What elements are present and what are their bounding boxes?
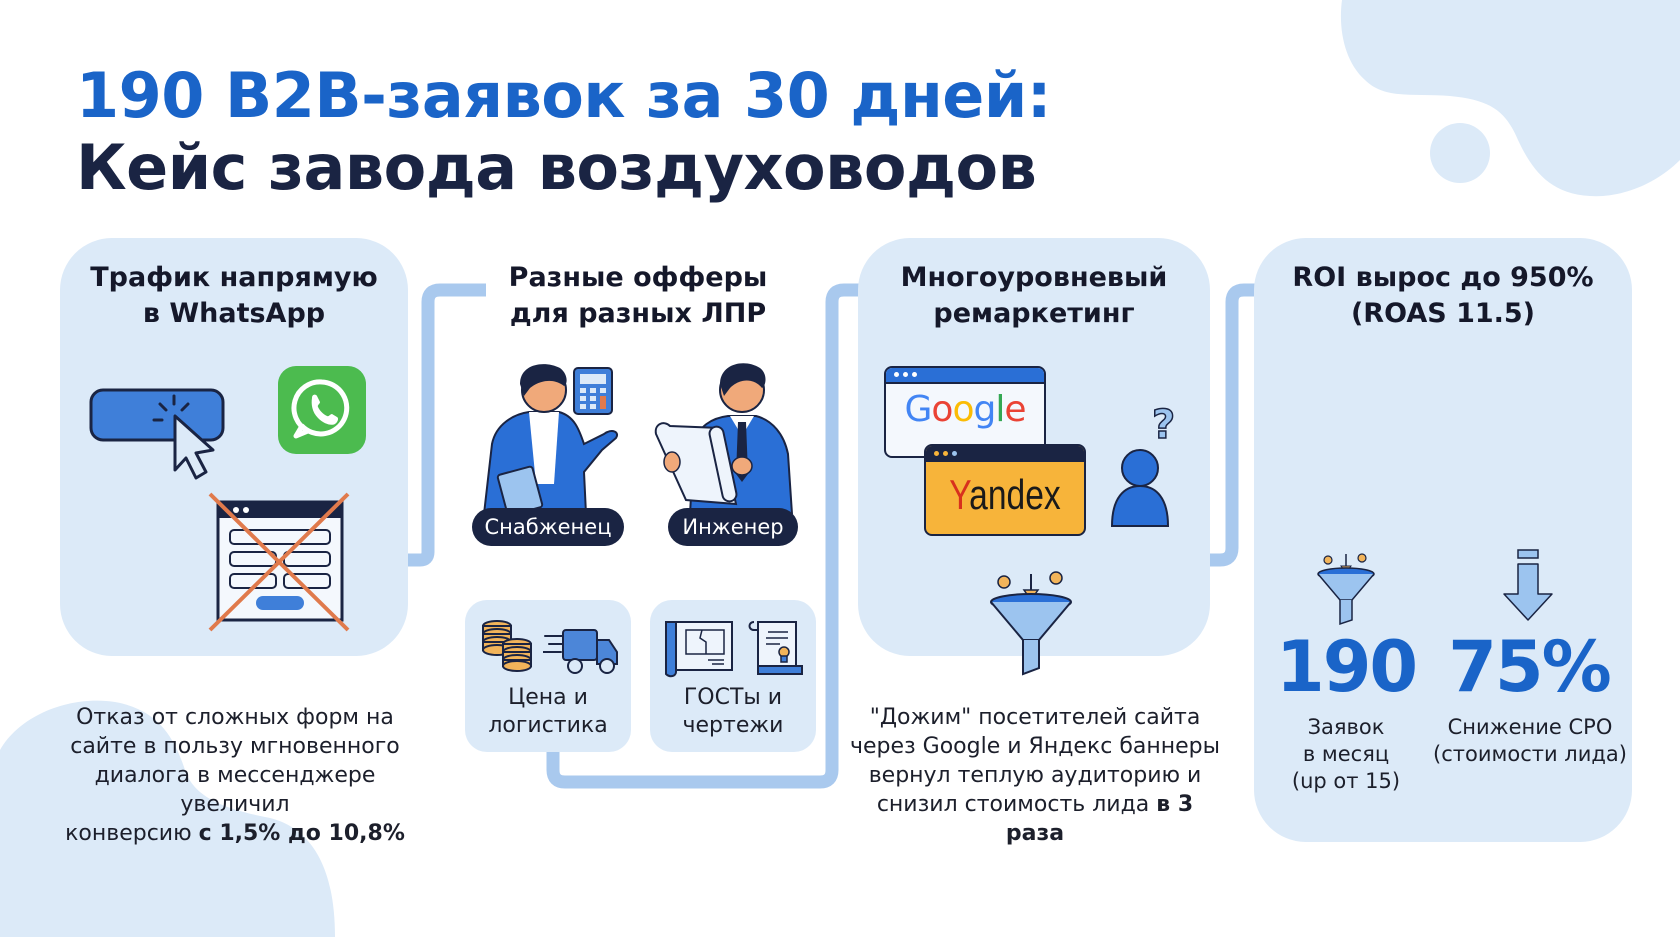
- offer-label-line: Цена и: [508, 685, 588, 710]
- card-title-line: Трафик напрямую: [90, 262, 378, 293]
- card-title-line: в WhatsApp: [142, 298, 326, 329]
- card-title-line: Многоуровневый: [900, 262, 1168, 293]
- buyer-person-icon: [482, 364, 618, 514]
- offer-label-line: чертежи: [682, 713, 784, 738]
- stat-label-line: в месяц: [1302, 742, 1390, 766]
- card-title-line: для разных ЛПР: [509, 298, 767, 329]
- title-highlight: 190 B2B-заявок за 30 дней:: [76, 59, 1052, 132]
- card-whatsapp-traffic: Трафик напрямую в WhatsApp: [60, 238, 408, 656]
- stat-label-line: (стоимости лида): [1433, 742, 1627, 766]
- stat-value-leads: 190: [1276, 626, 1418, 708]
- background-blob-bottom-left: [0, 700, 335, 937]
- description-line: "Дожим" посетителей сайта: [869, 705, 1201, 730]
- browser-bar: [926, 446, 1084, 462]
- card-description-whatsapp: Отказ от сложных форм на сайте в пользу …: [40, 703, 430, 848]
- persona-badge-engineer: Инженер: [668, 508, 798, 546]
- card-title: Многоуровневый ремаркетинг: [858, 260, 1210, 332]
- offer-label: ГОСТы и чертежи: [650, 684, 816, 740]
- card-title: ROI вырос до 950% (ROAS 11.5): [1254, 260, 1632, 332]
- card-title-line: ROI вырос до 950%: [1292, 262, 1594, 293]
- offer-label-line: логистика: [488, 713, 608, 738]
- stat-label-cpo: Снижение CPO (стоимости лида): [1432, 714, 1628, 768]
- down-arrow-icon: [1503, 549, 1553, 621]
- yandex-banner-icon: Yandex: [924, 444, 1086, 536]
- description-line: диалога в мессенджере увеличил: [94, 763, 376, 817]
- background-blob-top-right: [1340, 0, 1680, 197]
- google-logo: Google: [904, 389, 1027, 430]
- question-mark: ?: [1152, 402, 1175, 448]
- offer-card-price-logistics: Цена и логистика: [465, 600, 631, 752]
- delivery-truck-icon: [543, 629, 618, 674]
- card-title-line: (ROAS 11.5): [1350, 298, 1536, 329]
- card-description-remarketing: "Дожим" посетителей сайта через Google и…: [845, 703, 1225, 848]
- card-title-offers: Разные офферы для разных ЛПР: [488, 260, 788, 332]
- confused-user-icon: ?: [1110, 401, 1176, 527]
- offer-label-line: ГОСТы и: [683, 685, 783, 710]
- description-line: сайте в пользу мгновенного: [70, 734, 400, 759]
- description-line: конверсию с 1,5% до 10,8%: [40, 819, 430, 848]
- description-line: вернул теплую аудиторию и: [868, 763, 1202, 788]
- offer-label: Цена и логистика: [465, 684, 631, 740]
- persona-badge-buyer: Снабженец: [472, 508, 624, 546]
- card-roi-results: ROI вырос до 950% (ROAS 11.5) 190 75% За…: [1254, 238, 1632, 842]
- stat-label-leads: Заявок в месяц (up от 15): [1276, 714, 1416, 795]
- whatsapp-icon: [278, 366, 366, 454]
- description-highlight: в 3 раза: [1005, 792, 1194, 846]
- coins-icon: [482, 620, 532, 672]
- stat-label-line: (up от 15): [1291, 769, 1401, 793]
- description-line: Отказ от сложных форм на: [76, 705, 394, 730]
- card-title-line: Разные офферы: [508, 262, 768, 293]
- offer-card-standards-drawings: ГОСТы и чертежи: [650, 600, 816, 752]
- card-title: Трафик напрямую в WhatsApp: [60, 260, 408, 332]
- description-line: снизил стоимость лида в 3 раза: [845, 790, 1225, 848]
- description-line: через Google и Яндекс баннеры: [849, 734, 1221, 759]
- stat-label-line: Снижение CPO: [1447, 715, 1613, 739]
- description-text: снизил стоимость лида: [876, 792, 1157, 817]
- blueprint-icon: [665, 621, 733, 678]
- browser-bar: [886, 368, 1044, 384]
- card-remarketing: Многоуровневый ремаркетинг Google Yandex…: [858, 238, 1210, 676]
- stat-value-cpo: 75%: [1448, 626, 1612, 708]
- stat-label-line: Заявок: [1307, 715, 1385, 739]
- description-text: конверсию: [65, 821, 199, 846]
- yandex-logo: Yandex: [949, 471, 1061, 518]
- google-banner-icon: Google: [884, 366, 1046, 458]
- certificate-icon: [748, 621, 803, 675]
- page-title: 190 B2B-заявок за 30 дней: Кейс завода в…: [76, 59, 1052, 204]
- click-button-icon: [89, 388, 225, 480]
- crossed-form-icon: [208, 492, 350, 632]
- title-subtitle: Кейс завода воздуховодов: [76, 131, 1037, 204]
- funnel-icon: [990, 571, 1072, 676]
- funnel-icon: [1317, 553, 1375, 626]
- card-title-line: ремаркетинг: [933, 298, 1135, 329]
- description-highlight: с 1,5% до 10,8%: [198, 821, 405, 846]
- engineer-person-icon: [654, 363, 794, 514]
